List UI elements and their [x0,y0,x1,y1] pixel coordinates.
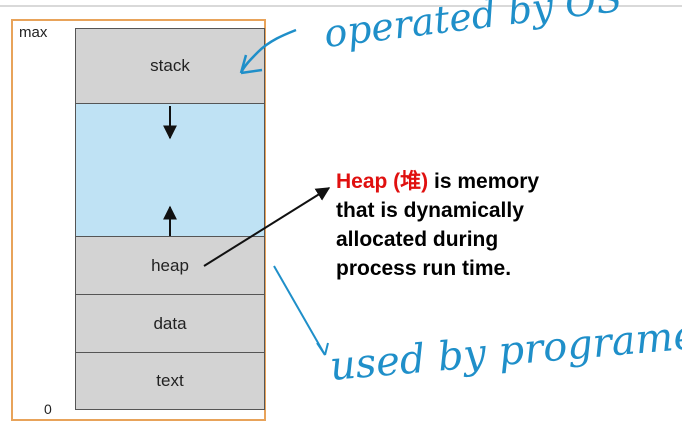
stack-annotation-arrowhead [239,54,263,75]
heap-definition: Heap (堆) is memory that is dynamically a… [336,167,576,283]
segment-label: data [153,313,187,333]
segment-label: heap [151,255,189,275]
stack-annotation-arrow [239,28,297,74]
segment-data: data [75,294,265,352]
heap-annotation-arrowhead [316,342,329,356]
segment-text: text [75,352,265,410]
address-zero-label: 0 [44,401,52,417]
heap-annotation-arrow [273,265,326,356]
segment-stack: stack [75,28,265,103]
heap-pointer-arrow [203,187,331,267]
slide-top-rule [0,0,682,13]
segment-label: text [156,371,184,390]
memory-layout-frame [11,19,266,421]
segment-label: stack [150,56,190,75]
address-max-label: max [19,24,48,41]
heap-keyword: Heap (堆) [336,170,429,193]
segment-heap: heap [75,236,265,294]
heap-definition-text: is memory that is dynamically allocated … [336,170,540,280]
